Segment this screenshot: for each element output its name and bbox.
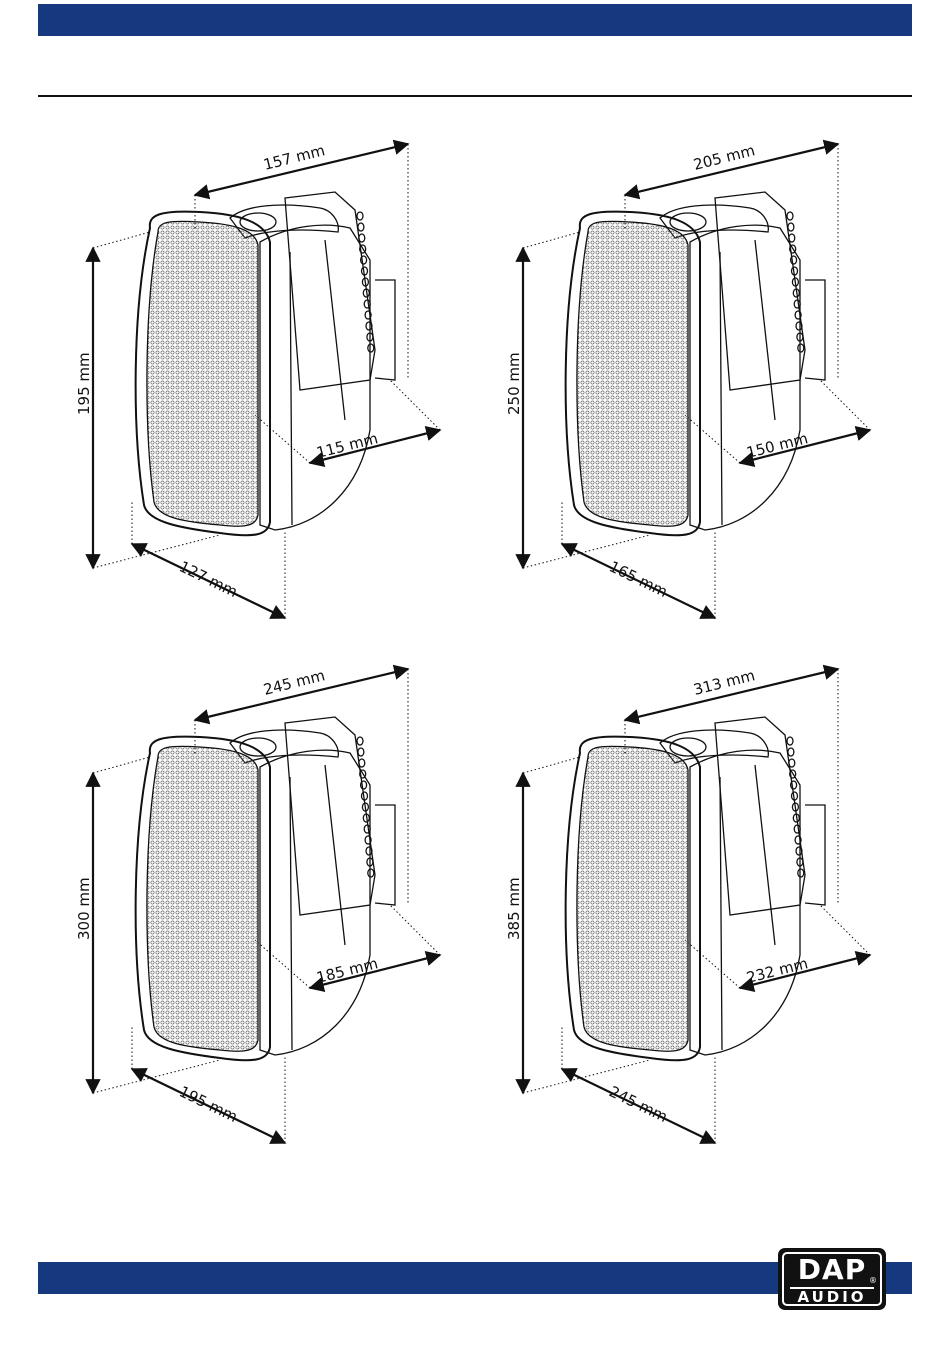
speaker-diagram-3: 245 mm 185 mm 300 mm 195 mm (70, 655, 470, 1155)
height-dimension-label: 385 mm (505, 877, 523, 940)
bracket-hole (789, 234, 795, 242)
extension-line (685, 415, 740, 463)
wall-plate (805, 280, 825, 380)
depth-top-dimension-label: 115 mm (315, 429, 380, 462)
extension-line (93, 232, 150, 248)
extension-line (523, 535, 650, 568)
extension-line (93, 757, 150, 773)
cabinet-side (260, 750, 370, 1055)
wall-plate (375, 280, 395, 380)
logo-registered-mark: ® (869, 1276, 877, 1285)
speaker-grille (147, 746, 258, 1051)
bracket-hole (364, 300, 370, 308)
bracket-hole (364, 825, 370, 833)
bracket-hole (358, 748, 364, 756)
cabinet-side (690, 225, 800, 530)
speaker-grille (577, 221, 688, 526)
extension-line (93, 1060, 220, 1093)
speaker-diagram-1: 157 mm 115 mm 195 mm 127 mm (70, 130, 470, 630)
bracket-hole (359, 234, 365, 242)
extension-line (523, 1060, 650, 1093)
mounting-bracket (715, 717, 805, 915)
width-dimension-label: 313 mm (692, 666, 757, 699)
extension-line (255, 415, 310, 463)
depth-bottom-dimension-label: 165 mm (606, 557, 670, 601)
width-dimension-label: 245 mm (262, 666, 327, 699)
bracket-hole (798, 869, 804, 877)
mounting-bracket (285, 192, 375, 390)
cabinet-side (690, 750, 800, 1055)
logo-text-top: DAP (784, 1255, 880, 1285)
bracket-hole (359, 759, 365, 767)
depth-top-dimension-label: 185 mm (315, 954, 380, 987)
extension-line (93, 535, 220, 568)
top-knob (670, 213, 706, 231)
height-dimension-label: 195 mm (75, 352, 93, 415)
mounting-bracket (715, 192, 805, 390)
logo-text-bottom: AUDIO (784, 1289, 880, 1305)
cabinet-seam (755, 765, 775, 945)
height-dimension-label: 250 mm (505, 352, 523, 415)
bracket-hole (368, 869, 374, 877)
header-rule (38, 95, 912, 97)
cabinet-edge (720, 252, 722, 525)
speaker-body (566, 192, 825, 535)
depth-bottom-dimension-label: 245 mm (606, 1082, 670, 1126)
bracket-hole (789, 759, 795, 767)
speaker-grille (147, 221, 258, 526)
bracket-hole (788, 748, 794, 756)
top-knob (670, 738, 706, 756)
depth-bottom-dimension-label: 127 mm (176, 557, 240, 601)
extension-line (390, 905, 440, 955)
bracket-hole (788, 223, 794, 231)
extension-line (820, 380, 870, 430)
wall-plate (375, 805, 395, 905)
bracket-hole (787, 737, 793, 745)
header-band (38, 4, 912, 36)
bracket-hole (798, 344, 804, 352)
extension-line (255, 940, 310, 988)
dap-audio-logo: DAP ® AUDIO (778, 1248, 886, 1310)
mounting-bracket (285, 717, 375, 915)
cabinet-seam (755, 240, 775, 420)
depth-top-dimension-label: 150 mm (745, 429, 810, 462)
speaker-body (136, 717, 395, 1060)
bracket-hole (357, 212, 363, 220)
extension-line (523, 757, 580, 773)
depth-top-dimension-label: 232 mm (745, 954, 810, 987)
speaker-grille (577, 746, 688, 1051)
speaker-body (136, 192, 395, 535)
cabinet-edge (720, 777, 722, 1050)
cabinet-seam (325, 240, 345, 420)
height-dimension-label: 300 mm (75, 877, 93, 940)
bracket-hole (787, 212, 793, 220)
cabinet-edge (290, 252, 292, 525)
cabinet-edge (290, 777, 292, 1050)
cabinet-side (260, 225, 370, 530)
extension-line (523, 232, 580, 248)
extension-line (390, 380, 440, 430)
bracket-hole (358, 223, 364, 231)
bracket-hole (794, 825, 800, 833)
bracket-hole (357, 737, 363, 745)
speaker-diagram-2: 205 mm 150 mm 250 mm 165 mm (500, 130, 900, 630)
depth-bottom-dimension-label: 195 mm (176, 1082, 240, 1126)
speaker-body (566, 717, 825, 1060)
bracket-hole (368, 344, 374, 352)
width-dimension-label: 157 mm (262, 141, 327, 174)
cabinet-seam (325, 765, 345, 945)
width-dimension-label: 205 mm (692, 141, 757, 174)
speaker-diagram-4: 313 mm 232 mm 385 mm 245 mm (500, 655, 900, 1155)
wall-plate (805, 805, 825, 905)
top-knob (240, 738, 276, 756)
extension-line (820, 905, 870, 955)
extension-line (685, 940, 740, 988)
bracket-hole (794, 300, 800, 308)
top-knob (240, 213, 276, 231)
